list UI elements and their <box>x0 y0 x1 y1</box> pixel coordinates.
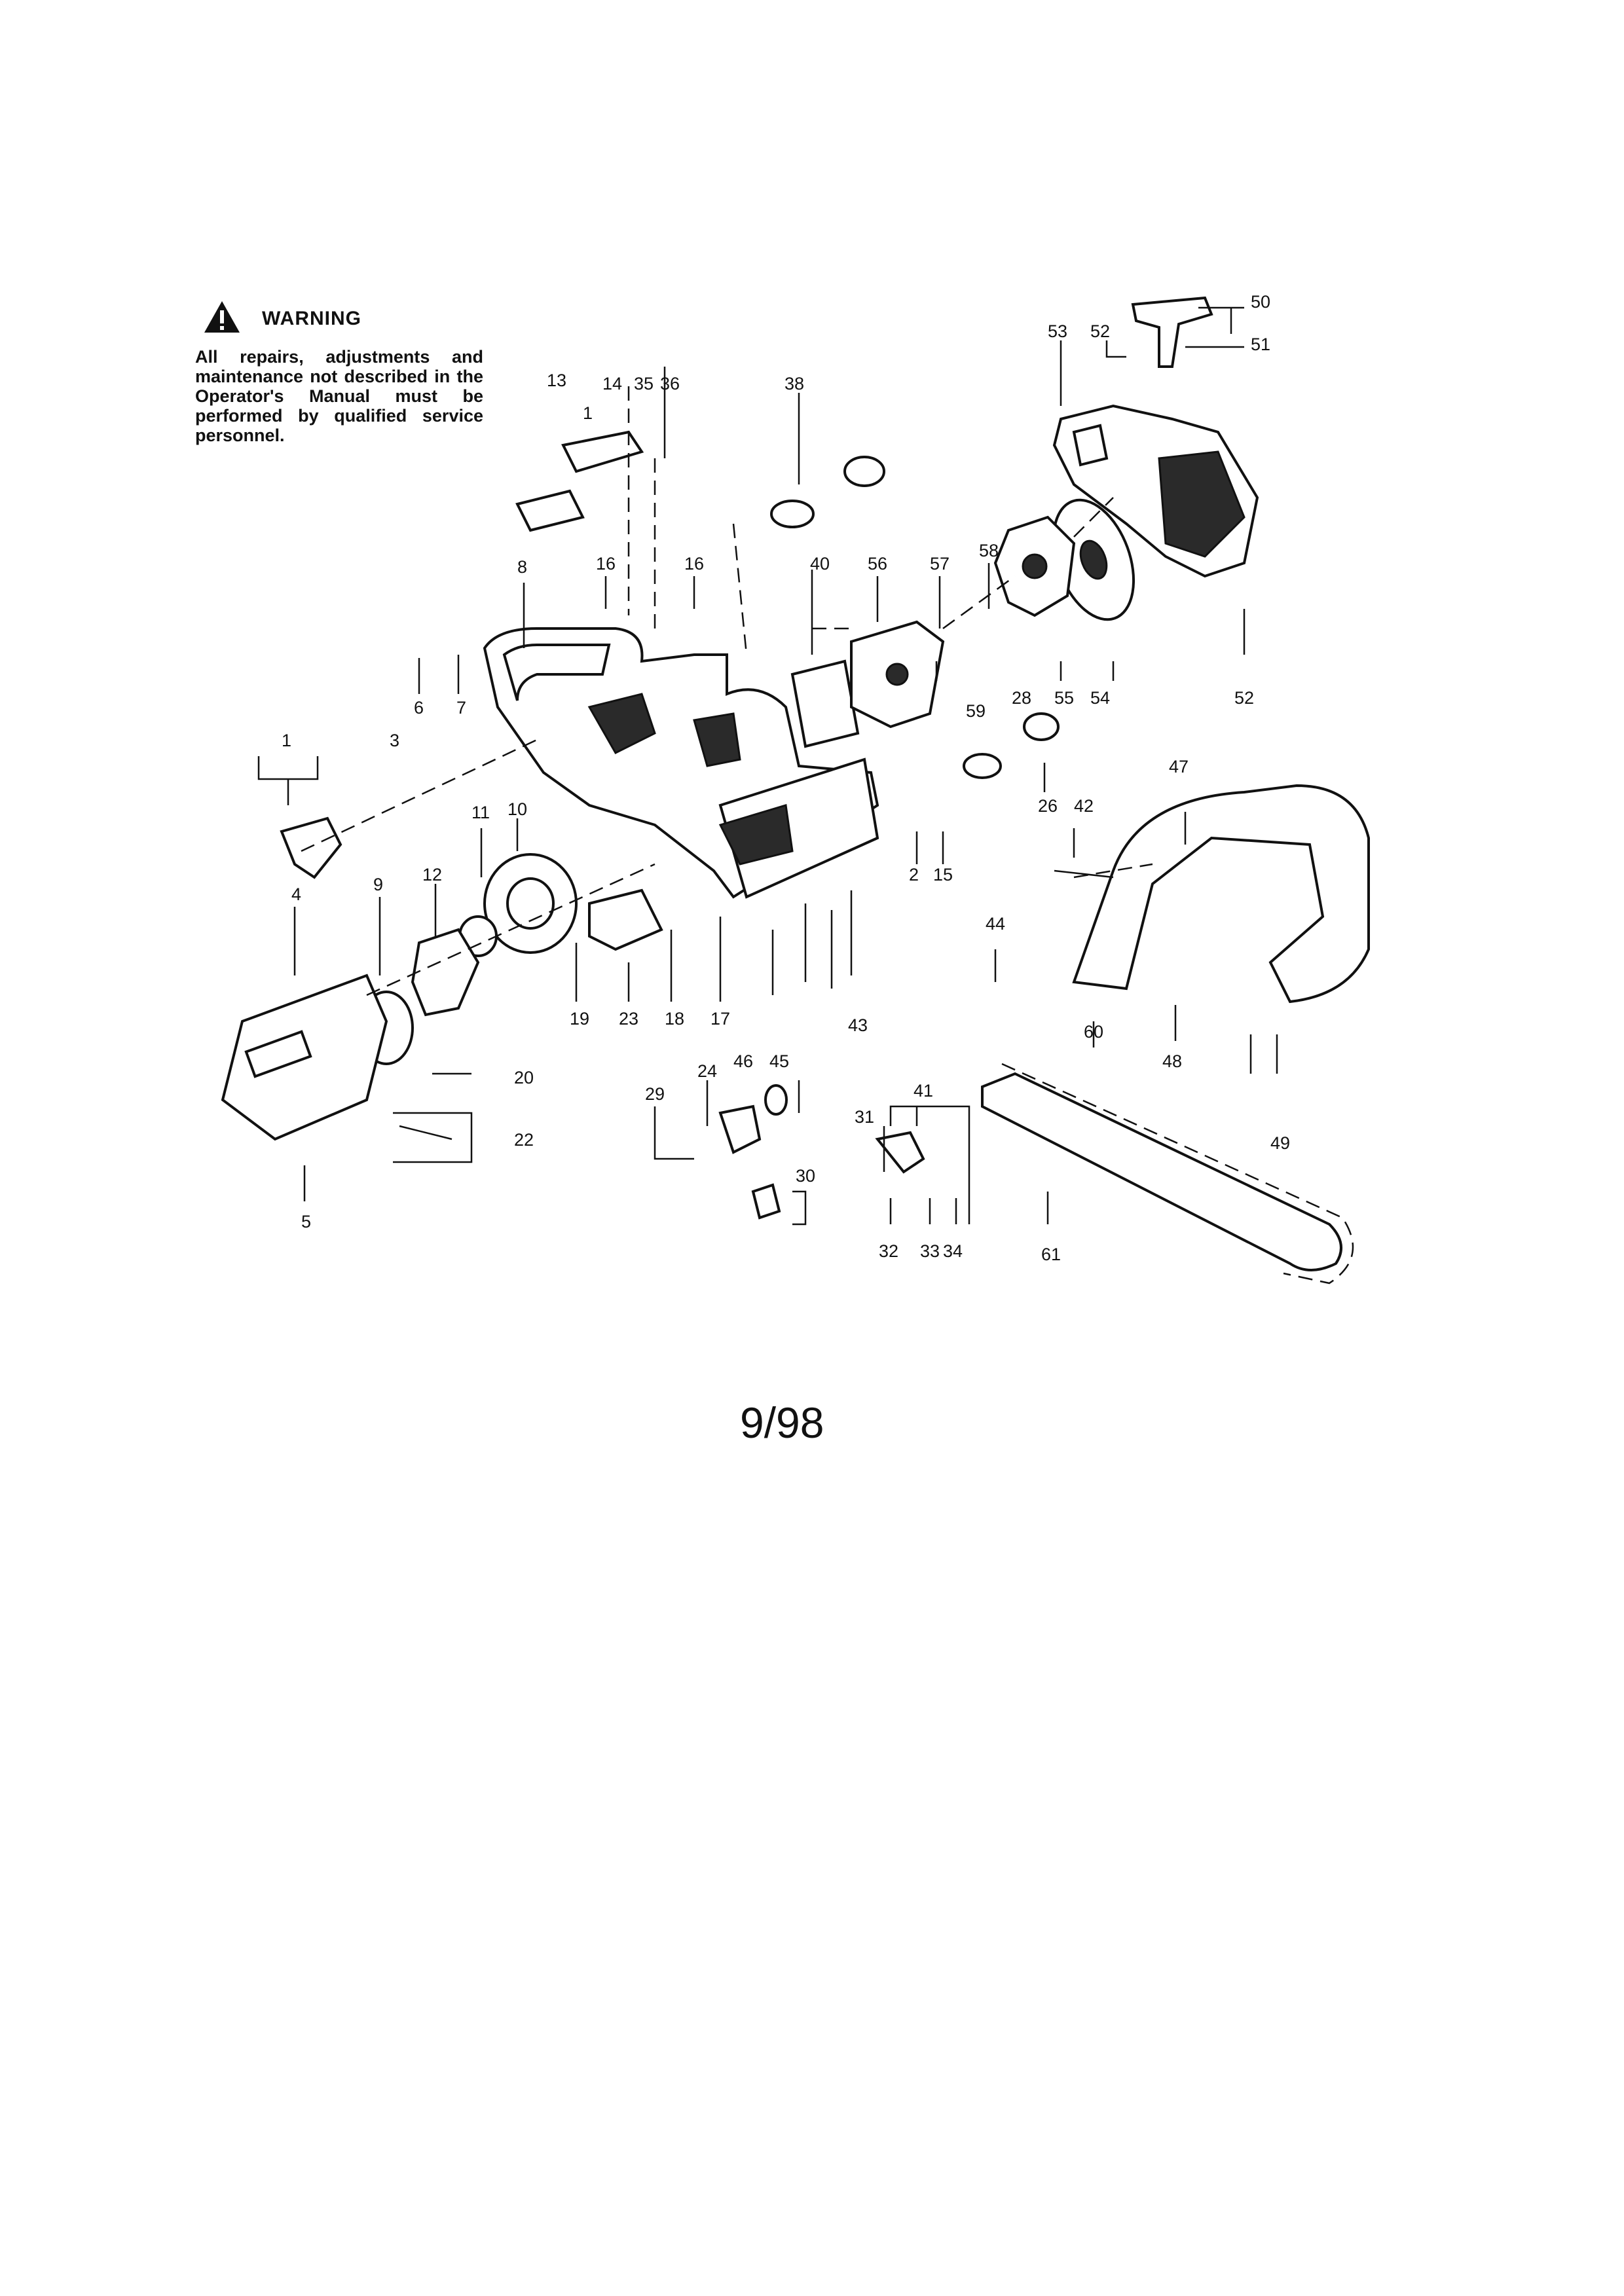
part-label: 41 <box>913 1081 933 1101</box>
part-label: 6 <box>414 698 424 718</box>
chain-adjuster <box>718 1084 788 1220</box>
part-label: 42 <box>1074 796 1094 816</box>
part-label: 33 <box>920 1241 940 1261</box>
part-label: 5 <box>301 1212 311 1231</box>
part-label: 7 <box>456 698 466 718</box>
part-label: 59 <box>966 701 986 721</box>
part-label: 23 <box>619 1009 638 1029</box>
part-label: 47 <box>1169 757 1189 776</box>
part-label: 44 <box>986 914 1005 934</box>
part-label: 53 <box>1048 321 1067 341</box>
part-label: 54 <box>1090 688 1110 708</box>
part-label: 35 <box>634 374 654 393</box>
saw-chain <box>1001 1063 1354 1285</box>
part-label: 11 <box>471 803 490 822</box>
part-label: 32 <box>879 1241 898 1261</box>
part-label: 19 <box>570 1009 589 1029</box>
part-label: 30 <box>796 1166 815 1186</box>
part-label: 40 <box>810 554 830 574</box>
part-label: 12 <box>422 865 442 884</box>
part-label: 58 <box>979 541 999 560</box>
throttle-trigger <box>280 430 644 879</box>
screws <box>399 367 1278 1140</box>
part-label: 28 <box>1012 688 1031 708</box>
warning-text: All repairs, adjustments and maintenance… <box>195 347 483 445</box>
part-label: 43 <box>848 1015 868 1035</box>
part-label: 55 <box>1054 688 1074 708</box>
part-label: 14 <box>602 374 622 393</box>
fuel-cap <box>770 456 885 528</box>
part-label: 36 <box>660 374 680 393</box>
part-label: 15 <box>933 865 953 884</box>
part-label: 9 <box>373 875 383 894</box>
part-label: 52 <box>1234 688 1254 708</box>
part-label: 10 <box>507 799 527 819</box>
guide-bar <box>981 1072 1342 1271</box>
part-label: 2 <box>909 865 919 884</box>
oiler-tube <box>875 1131 925 1174</box>
clutch-drum <box>483 853 578 954</box>
oil-cap <box>963 712 1060 779</box>
part-label: 22 <box>514 1130 534 1150</box>
clutch-cover <box>221 974 388 1141</box>
hand-guard <box>1072 784 1370 1004</box>
part-label: 29 <box>645 1084 665 1104</box>
part-label: 46 <box>733 1051 753 1071</box>
part-label: 17 <box>710 1009 730 1029</box>
part-labels: 1 1 2 3 4 5 6 7 8 9 10 11 12 13 14 15 16… <box>282 292 1290 1264</box>
ignition-module <box>850 620 945 729</box>
part-label: 24 <box>697 1061 717 1081</box>
part-label: 13 <box>547 371 566 390</box>
part-label: 45 <box>769 1051 789 1071</box>
starter-housing <box>1052 404 1259 578</box>
warning-title: WARNING <box>204 301 361 333</box>
part-label: 20 <box>514 1068 534 1087</box>
engine-housing <box>483 627 879 899</box>
starter-handle <box>1131 296 1213 368</box>
part-label: 31 <box>855 1107 874 1127</box>
part-label: 56 <box>868 554 887 574</box>
warning-triangle-icon <box>204 301 240 333</box>
part-label: 1 <box>282 731 291 750</box>
part-label: 57 <box>930 554 950 574</box>
flywheel <box>993 515 1076 617</box>
part-label: 52 <box>1090 321 1110 341</box>
part-label: 51 <box>1251 335 1270 354</box>
clutch <box>411 928 480 1017</box>
revision-date: 9/98 <box>740 1398 824 1447</box>
part-label: 38 <box>784 374 804 393</box>
part-label: 4 <box>291 884 301 904</box>
part-label: 60 <box>1084 1022 1103 1042</box>
oil-pump-cover <box>588 888 663 951</box>
part-label: 16 <box>596 554 616 574</box>
part-label: 50 <box>1251 292 1270 312</box>
part-label: 49 <box>1270 1133 1290 1153</box>
part-label: 1 <box>583 403 593 423</box>
part-label: 26 <box>1038 796 1058 816</box>
part-label: 61 <box>1041 1245 1061 1264</box>
part-label: 3 <box>390 731 399 750</box>
part-label: 16 <box>684 554 704 574</box>
part-label: 34 <box>943 1241 963 1261</box>
part-label: 18 <box>665 1009 684 1029</box>
part-label: 8 <box>517 557 527 577</box>
part-label: 48 <box>1162 1051 1182 1071</box>
leader-lines <box>257 306 1246 1226</box>
